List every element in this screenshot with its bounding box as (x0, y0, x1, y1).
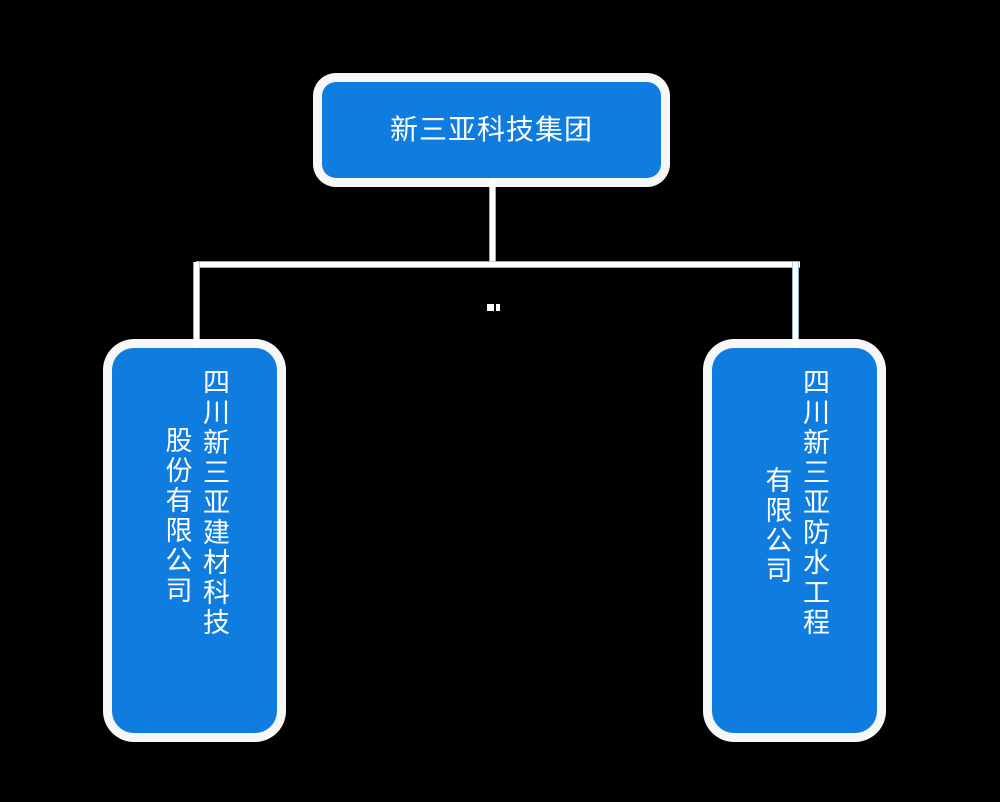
node-child-fangshui-column-2: 有限公司 (760, 466, 792, 586)
node-child-jiancai-text: 四川新三亚建材科技 股份有限公司 (159, 348, 230, 733)
node-child-fangshui-text: 四川新三亚防水工程 有限公司 (759, 348, 830, 733)
connector-horizontal-bus (196, 262, 800, 267)
node-child-jiancai[interactable]: 四川新三亚建材科技 股份有限公司 (112, 348, 277, 733)
node-child-jiancai-column-1: 四川新三亚建材科技 (197, 368, 229, 638)
connector-root-drop (490, 178, 495, 266)
node-child-jiancai-column-2: 股份有限公司 (160, 426, 192, 606)
connector-left-child-drop (194, 262, 199, 352)
node-child-fangshui[interactable]: 四川新三亚防水工程 有限公司 (712, 348, 877, 733)
node-root-label: 新三亚科技集团 (389, 113, 593, 147)
artifact-speck-right (496, 304, 500, 311)
node-child-fangshui-column-1: 四川新三亚防水工程 (797, 368, 829, 638)
connector-right-child-drop (793, 262, 798, 352)
node-root[interactable]: 新三亚科技集团 (322, 82, 661, 178)
artifact-speck-left (487, 304, 494, 311)
